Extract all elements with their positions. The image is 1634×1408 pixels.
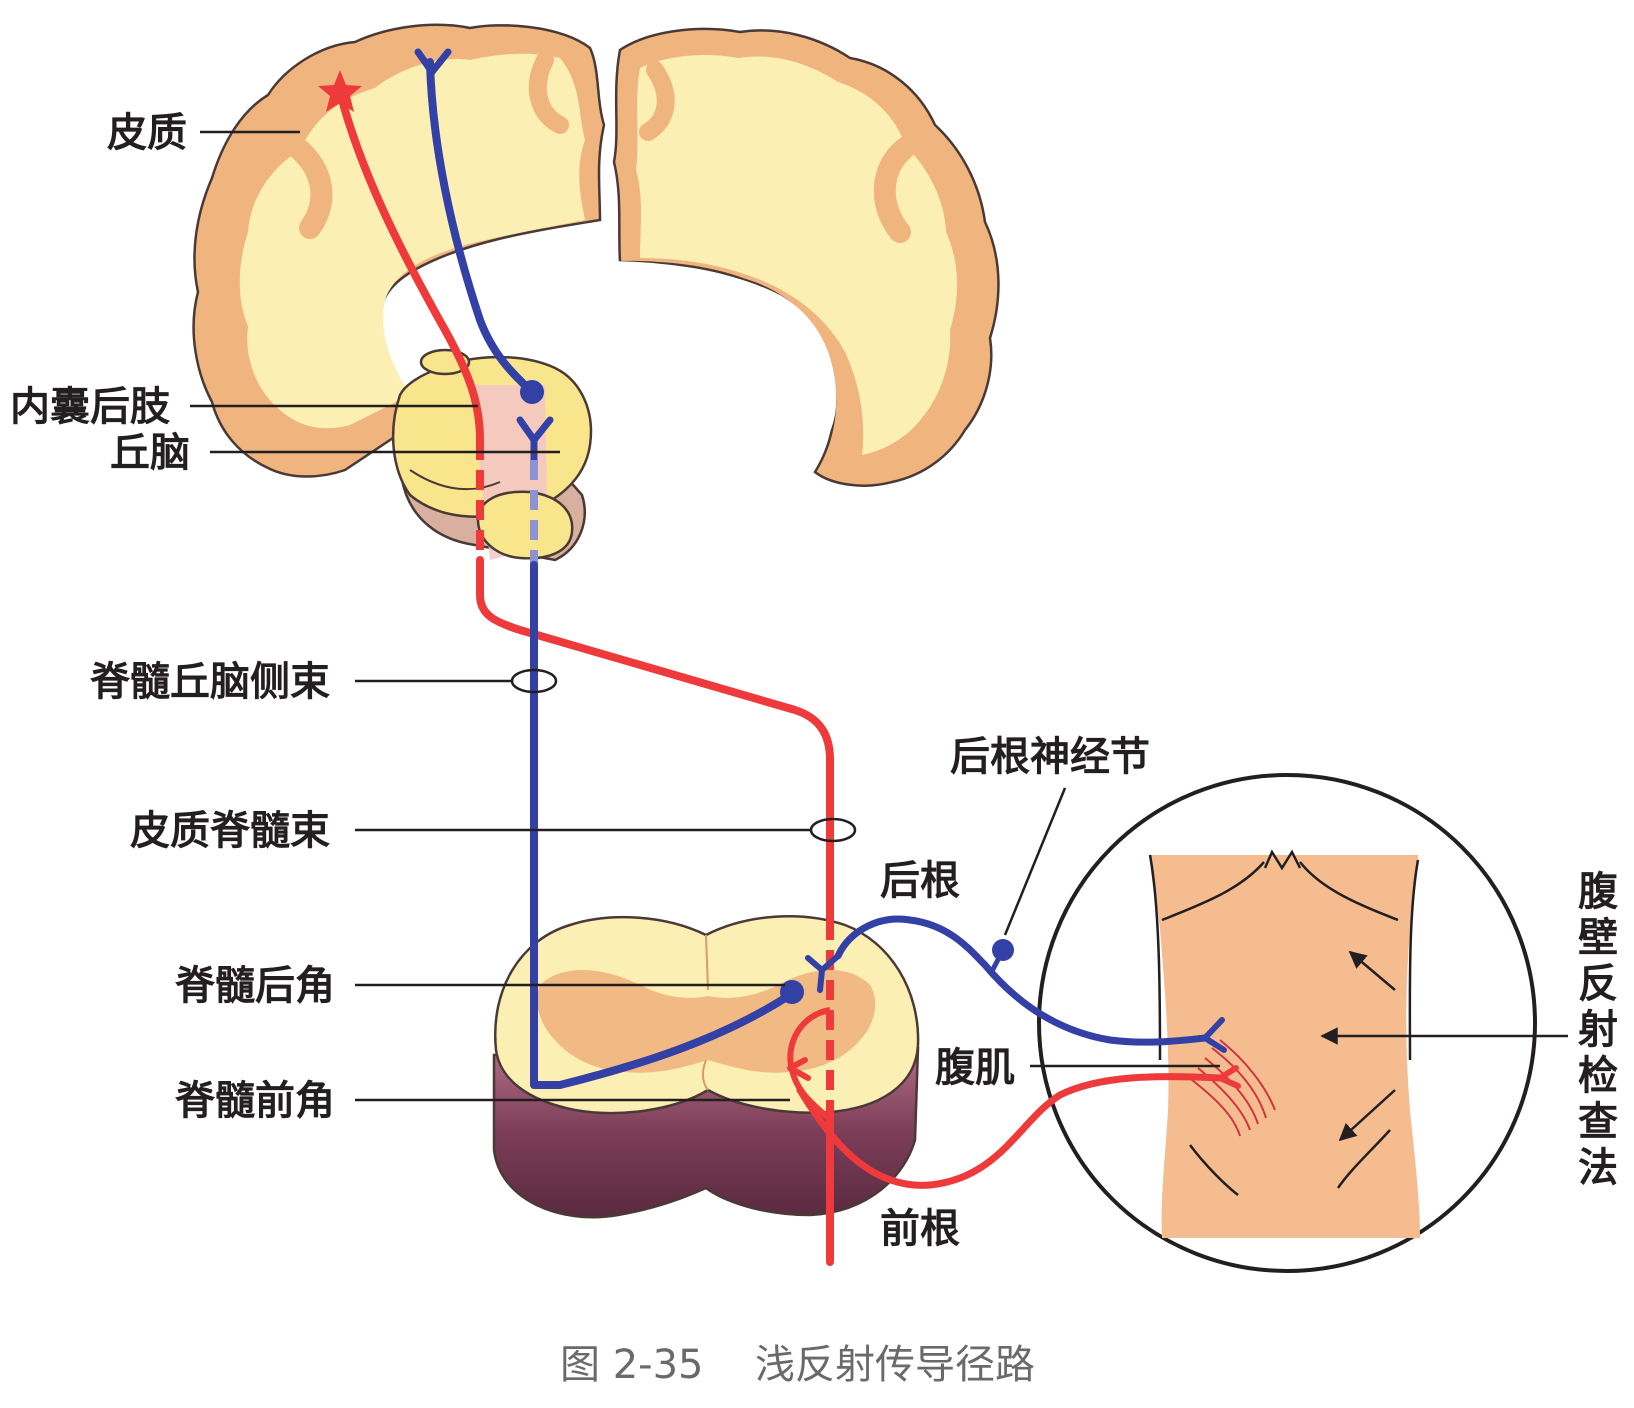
skin-receptor-y-icon	[1202, 1017, 1227, 1053]
thalamus-divider	[409, 469, 501, 491]
cortical-motor-neuron-star-icon	[318, 70, 362, 112]
dorsal-horn-synapse-dot-icon	[780, 980, 804, 1004]
thalamic-synapse-dot-icon	[520, 380, 544, 404]
inguinal-right	[1336, 1129, 1391, 1189]
caption-title: 浅反射传导径路	[755, 1342, 1035, 1388]
leader-lines	[190, 130, 1568, 1102]
labels: 皮质 内囊后肢 丘脑 脊髓丘脑侧束 皮质脊髓束 后根神经节 后根 脊髓后角 腹肌…	[10, 110, 1619, 1252]
label-lateral-spinothalamic-tract: 脊髓丘脑侧束	[90, 659, 330, 705]
label-ventral-horn: 脊髓前角	[175, 1078, 335, 1124]
motor-pathway	[318, 70, 1241, 1266]
ventricle-space	[399, 260, 837, 470]
corticospinal-tract-upper	[336, 88, 484, 444]
thalamocortical-fibers	[426, 58, 534, 394]
vertical-label-char: 法	[1578, 1145, 1618, 1191]
sensory-pathway	[414, 48, 1227, 1089]
corticospinal-tract-decussation	[476, 556, 834, 924]
caption-number: 图 2-35	[560, 1342, 704, 1388]
cortical-nerve-ending-y-icon	[414, 48, 452, 76]
right-white-matter	[636, 55, 958, 456]
vertical-label-char: 查	[1578, 1099, 1618, 1145]
label-dorsal-root: 后根	[880, 858, 960, 904]
cortex-fold	[873, 137, 916, 243]
reflex-arrow-icon	[1338, 1089, 1396, 1142]
abdominal-muscle-fibers	[1191, 1039, 1276, 1137]
anterior-median-fissure	[701, 1059, 709, 1091]
label-abdominal-muscle: 腹肌	[935, 1045, 1015, 1091]
torso-side-left	[1148, 854, 1162, 1061]
thalamus-lower-lobe	[476, 490, 574, 560]
inguinal-left	[1189, 1144, 1239, 1196]
label-cortex: 皮质	[107, 110, 187, 156]
anterior-horn-synapse-icon	[787, 1057, 811, 1081]
spinothalamic-tract	[530, 561, 794, 1089]
rib-margin-left	[1161, 861, 1265, 922]
dorsal-horn-nerve-ending-y-icon	[805, 953, 841, 993]
vertical-label-char: 检	[1578, 1053, 1618, 1099]
cortex-fold	[528, 51, 569, 134]
posterior-median-sulcus	[705, 934, 709, 991]
label-dorsal-root-ganglion: 后根神经节	[950, 734, 1150, 780]
label-corticospinal-tract: 皮质脊髓束	[130, 808, 330, 854]
label-dorsal-horn: 脊髓后角	[175, 963, 335, 1009]
motor-end-plate-icon	[1217, 1065, 1241, 1089]
cortex-fold	[639, 61, 675, 141]
dorsal-root-afferent	[834, 915, 1209, 1046]
reflex-arrow-icon	[1348, 950, 1396, 991]
abdomen-torso	[1150, 855, 1420, 1238]
abdominal-wall-inset	[1037, 773, 1537, 1273]
label-thalamus: 丘脑	[110, 430, 190, 476]
spinal-cord-section	[492, 915, 920, 1219]
cortex-fold	[289, 139, 333, 239]
vertical-label-char: 反	[1578, 961, 1618, 1007]
brain-coronal-section	[192, 23, 1000, 487]
vertical-label-char: 腹	[1578, 869, 1619, 915]
left-white-matter	[239, 53, 585, 429]
label-abdominal-reflex-exam: 腹壁反射检查法	[1578, 869, 1619, 1191]
dorsal-root-ganglion-stalk	[987, 948, 1006, 977]
label-ventral-root: 前根	[880, 1206, 960, 1252]
label-internal-capsule-posterior-limb: 内囊后肢	[10, 384, 171, 430]
vertical-label-char: 壁	[1578, 915, 1618, 961]
thalamus-block	[391, 348, 593, 562]
thalamus-nerve-ending-y-icon	[516, 416, 554, 464]
figure-caption: 图 2-35 浅反射传导径路	[560, 1342, 1035, 1388]
vertical-label-char: 射	[1578, 1007, 1618, 1053]
rib-margin-right	[1299, 861, 1399, 922]
ventral-root-efferent	[796, 1073, 1224, 1189]
xiphoid	[1263, 849, 1302, 871]
